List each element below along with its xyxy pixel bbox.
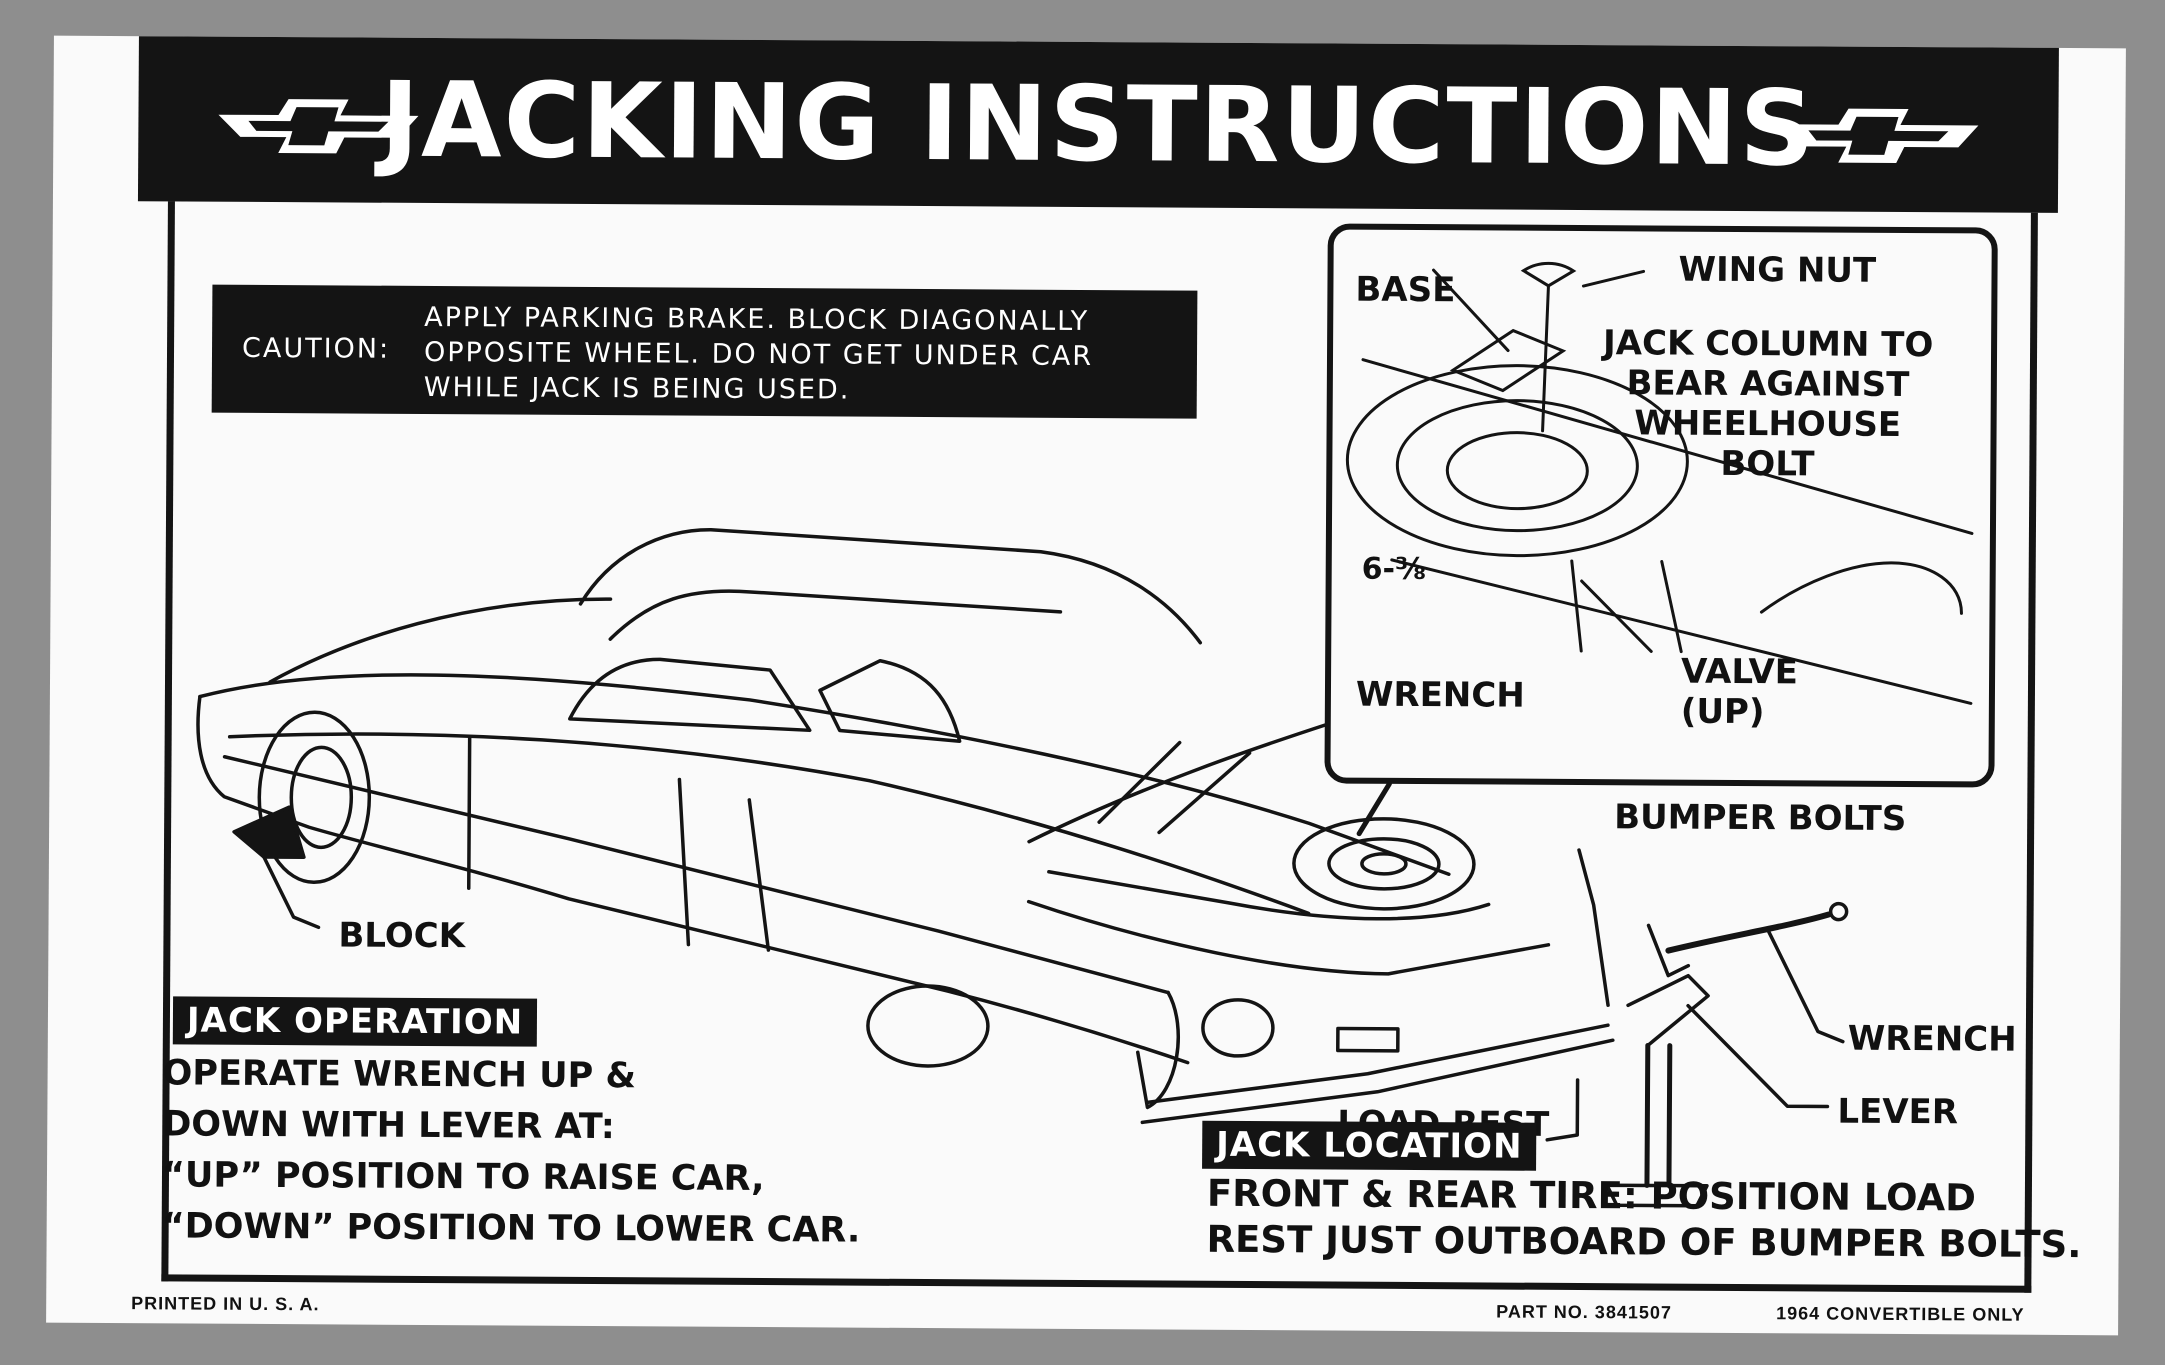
title-banner: JACKING INSTRUCTIONS	[137, 36, 2059, 213]
inset-drawing	[1345, 261, 1974, 705]
jack-operation-heading: JACK OPERATION	[172, 996, 538, 1047]
label-block: BLOCK	[338, 915, 466, 957]
jack-stowage-inset: BASE WING NUT JACK COLUMN TO BEAR AGAINS…	[1324, 223, 1998, 788]
jack-location-text: FRONT & REAR TIRE: POSITION LOAD REST JU…	[1206, 1171, 2082, 1267]
inset-label-dimension: 6-⅜	[1361, 551, 1427, 588]
inset-label-wing-nut: WING NUT	[1678, 249, 1877, 291]
car-jacking-illustration	[196, 527, 1849, 1208]
chevrolet-bowtie-icon	[1778, 108, 1979, 163]
inset-label-wrench: WRENCH	[1355, 674, 1525, 716]
label-wrench: WRENCH	[1847, 1018, 2017, 1060]
footer-model: 1964 CONVERTIBLE ONLY	[1776, 1303, 2025, 1325]
label-bumper-bolts: BUMPER BOLTS	[1614, 797, 1907, 840]
inset-label-jack-column: JACK COLUMN TO BEAR AGAINST WHEELHOUSE B…	[1602, 323, 1934, 485]
jack-location-heading: JACK LOCATION	[1202, 1120, 1537, 1171]
label-lever: LEVER	[1837, 1091, 1959, 1133]
inset-label-base: BASE	[1355, 269, 1456, 311]
footer-part-no: PART NO. 3841507	[1496, 1301, 1672, 1323]
chevrolet-bowtie-icon	[218, 99, 419, 154]
jacking-instructions-decal: JACKING INSTRUCTIONS CAUTION: APPLY PARK…	[46, 35, 2126, 1336]
inset-label-valve: VALVE (UP)	[1680, 651, 1799, 733]
footer-printed: PRINTED IN U. S. A.	[131, 1293, 320, 1315]
jack-operation-text: OPERATE WRENCH UP & DOWN WITH LEVER AT: …	[161, 1053, 861, 1251]
